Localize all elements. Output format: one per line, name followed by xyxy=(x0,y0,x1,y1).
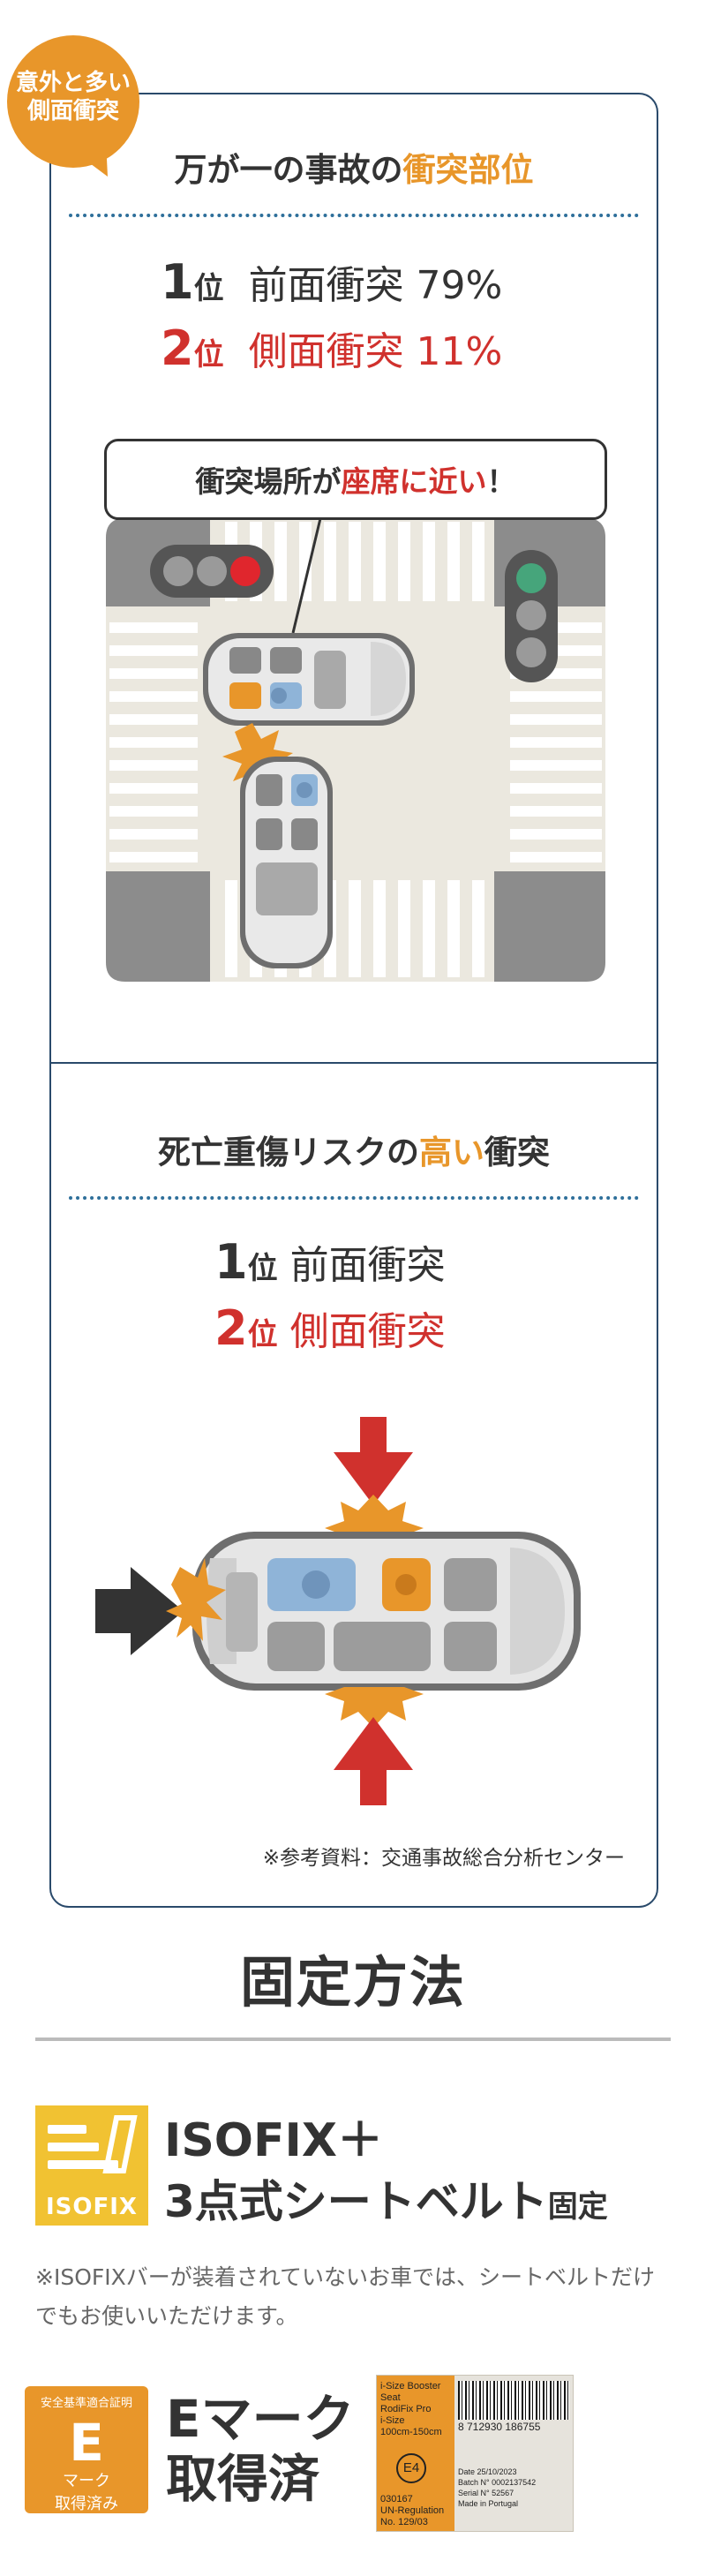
rank-2-side: 2位 側面衝突 xyxy=(214,1299,446,1356)
label-line: 030167 xyxy=(380,2494,413,2504)
rank-1-front: 1位 前面衝突 xyxy=(214,1233,446,1290)
label-line: Serial N° 52567 xyxy=(458,2489,514,2497)
label-line: RodiFix Pro xyxy=(380,2404,432,2414)
e-mark-badge: 安全基準適合証明 E マーク 取得済み xyxy=(25,2386,148,2513)
label-line: Date 25/10/2023 xyxy=(458,2467,517,2476)
barcode-number: 8 712930 186755 xyxy=(458,2421,541,2433)
title-text-end: 衝突 xyxy=(484,1134,550,1171)
intersection-illustration xyxy=(106,518,605,982)
label-line: 100cm-150cm xyxy=(380,2427,442,2437)
rank-unit: 位 xyxy=(193,271,224,306)
rank-number: 1 xyxy=(214,1234,248,1290)
collision-location-panel: 万が一の事故の衝突部位 1位 前面衝突 79% 2位 側面衝突 11% 衝突場所… xyxy=(49,93,658,1064)
fixing-method-title: 固定方法 xyxy=(239,1950,466,2015)
isofix-icon: ISOFIX xyxy=(35,2105,148,2226)
high-risk-collision-panel: 死亡重傷リスクの高い衝突 1位 前面衝突 2位 側面衝突 ※参考資 xyxy=(49,1062,658,1908)
e-mark-badge-top: 安全基準適合証明 xyxy=(40,2397,132,2410)
seat-proximity-callout: 衝突場所が座席に近い！ xyxy=(104,439,607,520)
isofix-icon-label: ISOFIX xyxy=(46,2194,138,2220)
e-mark-badge-bottom-2: 取得済み xyxy=(55,2494,118,2513)
fixing-line-2: 3点式シートベルト固定 xyxy=(164,2166,608,2230)
title-text: 死亡重傷リスクの xyxy=(158,1134,419,1171)
callout-mark: ！ xyxy=(486,464,516,499)
barcode xyxy=(458,2381,569,2420)
side-impact-badge: 意外と多い 側面衝突 xyxy=(7,35,139,168)
rank-label: 前面衝突 xyxy=(289,1243,446,1288)
e-mark-text: Eマーク 取得済 xyxy=(166,2389,355,2510)
fixing-line-2-small: 固定 xyxy=(547,2189,608,2225)
certification-label-photo: i-Size Booster Seat RodiFix Pro i-Size 1… xyxy=(376,2375,574,2532)
label-line: Seat xyxy=(380,2392,401,2403)
label-line: i-Size xyxy=(380,2415,405,2426)
e-mark-text-line-2: 取得済 xyxy=(166,2449,320,2510)
badge-line-2: 側面衝突 xyxy=(26,98,119,124)
collision-location-title: 万が一の事故の衝突部位 xyxy=(51,143,657,191)
dotted-divider xyxy=(69,1196,639,1200)
callout-highlight: 座席に近い xyxy=(341,464,487,499)
badge-line-1: 意外と多い xyxy=(15,69,131,96)
rank-number: 2 xyxy=(161,320,194,376)
e-mark-badge-bottom-1: マーク xyxy=(63,2472,110,2490)
fixing-line-1: ISOFIX＋ xyxy=(164,2114,383,2167)
title-text: 万が一の事故の xyxy=(174,151,403,189)
e-mark-text-line-1: Eマーク xyxy=(166,2389,355,2449)
rank-unit: 位 xyxy=(193,337,224,373)
fixing-note: ※ISOFIXバーが装着されていないお車では、シートベルトだけでもお使いいただけ… xyxy=(35,2264,655,2329)
title-highlight: 高い xyxy=(419,1134,484,1171)
impact-direction-illustration xyxy=(95,1417,581,1805)
label-line: UN-Regulation xyxy=(380,2505,445,2516)
e-mark-letter: E xyxy=(69,2413,104,2473)
seat-anchor-icon xyxy=(48,2115,138,2173)
rank-1-front: 1位 前面衝突 79% xyxy=(161,253,502,310)
label-line: Batch N° 0002137542 xyxy=(458,2478,537,2487)
rank-unit: 位 xyxy=(247,1317,278,1352)
rank-2-side: 2位 側面衝突 11% xyxy=(161,320,502,376)
section-divider xyxy=(35,2037,671,2041)
rank-unit: 位 xyxy=(247,1251,278,1286)
ece-mark: E4 xyxy=(396,2453,426,2483)
label-line: Made in Portugal xyxy=(458,2499,519,2508)
title-highlight: 衝突部位 xyxy=(402,151,534,189)
source-note: ※参考資料：交通事故総合分析センター xyxy=(262,1847,625,1870)
fixing-line-2-main: 3点式シートベルト xyxy=(164,2176,548,2227)
rank-number: 1 xyxy=(161,254,194,310)
label-line: No. 129/03 xyxy=(380,2517,428,2527)
callout-text: 衝突場所が xyxy=(195,464,342,499)
label-line: i-Size Booster xyxy=(380,2381,441,2391)
rank-label: 側面衝突 11% xyxy=(248,329,503,374)
dotted-divider xyxy=(69,214,639,217)
rank-label: 側面衝突 xyxy=(289,1309,446,1354)
rank-number: 2 xyxy=(214,1300,248,1356)
high-risk-title: 死亡重傷リスクの高い衝突 xyxy=(51,1126,657,1173)
rank-label: 前面衝突 79% xyxy=(248,263,503,308)
